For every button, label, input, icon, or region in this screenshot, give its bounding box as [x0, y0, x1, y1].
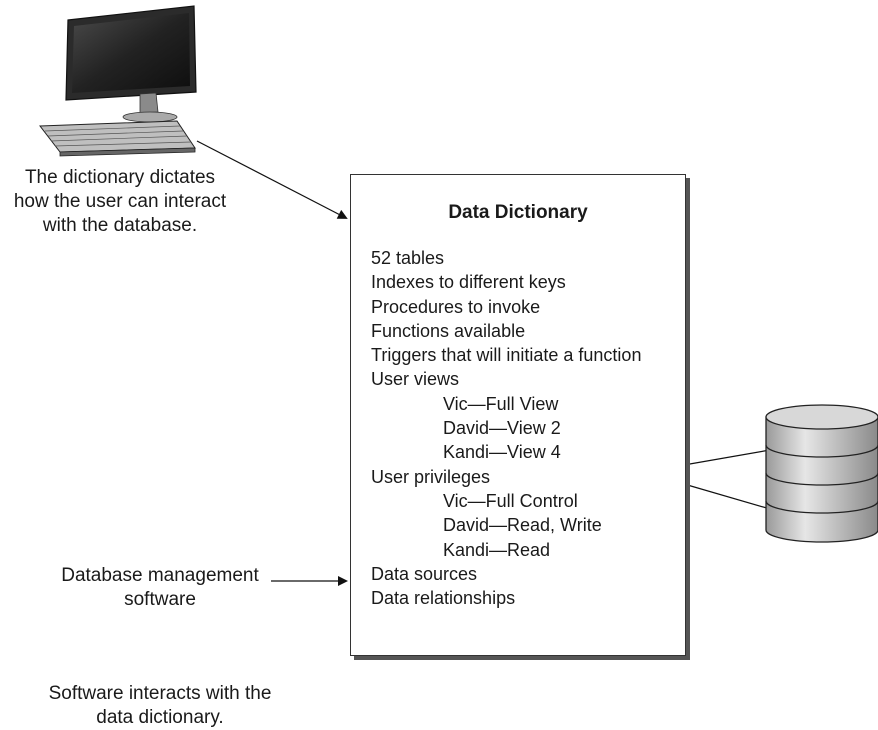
computer-caption-line: The dictionary dictates — [24, 167, 216, 188]
dictionary-subitem: David—Read, Write — [443, 515, 602, 536]
computer-caption: The dictionary dictates how the user can… — [0, 166, 240, 238]
dictionary-item: User privileges — [371, 466, 491, 487]
dbms-caption: Database management software — [40, 564, 280, 612]
arrow-computer-to-dictionary — [196, 140, 348, 219]
dictionary-item: Procedures to invoke — [371, 296, 541, 317]
software-caption: Software interacts with the data diction… — [20, 682, 300, 730]
dictionary-item: Functions available — [371, 320, 526, 341]
dictionary-subitem: Kandi—Read — [443, 539, 551, 560]
dictionary-subitem: David—View 2 — [443, 418, 561, 439]
dictionary-item: 52 tables — [371, 248, 445, 268]
dbms-caption-line: Database management — [61, 565, 259, 586]
software-caption-line: data dictionary. — [96, 707, 224, 728]
desktop-computer-icon — [39, 5, 197, 157]
software-caption-line: Software interacts with the — [48, 683, 272, 704]
database-stack-icon — [765, 404, 878, 543]
dbms-caption-line: software — [124, 589, 196, 610]
dictionary-subitem: Vic—Full View — [443, 393, 559, 414]
dictionary-item: Indexes to different keys — [371, 272, 566, 293]
dictionary-subitem: Kandi—View 4 — [443, 442, 561, 463]
data-dictionary-title: Data Dictionary — [448, 202, 588, 223]
dictionary-item: Data sources — [371, 563, 478, 584]
computer-caption-line: how the user can interact — [13, 191, 227, 212]
database-connector-lines — [683, 449, 771, 510]
dictionary-subitem: Vic—Full Control — [443, 490, 578, 511]
dictionary-item: Data relationships — [371, 588, 516, 609]
computer-caption-line: with the database. — [42, 215, 198, 236]
dictionary-item: Triggers that will initiate a function — [371, 345, 642, 366]
dictionary-item: User views — [371, 369, 460, 390]
